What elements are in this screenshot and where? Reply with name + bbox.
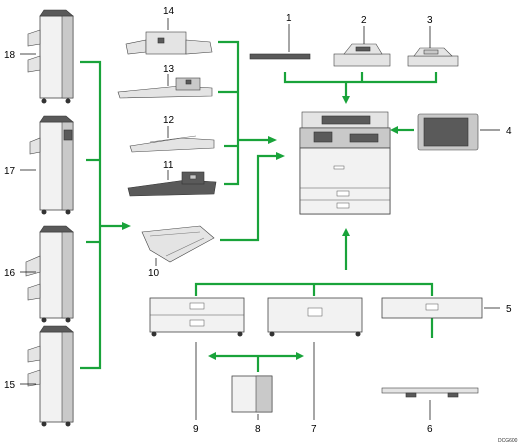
label-12: 12 <box>163 115 175 126</box>
leader-lines <box>20 18 500 420</box>
label-5: 5 <box>506 304 512 315</box>
label-2: 2 <box>361 15 367 26</box>
option-8 <box>231 375 273 413</box>
label-8: 8 <box>255 424 261 435</box>
label-15: 15 <box>4 380 16 391</box>
label-10: 10 <box>148 268 160 279</box>
option-7 <box>267 297 363 337</box>
finisher-16 <box>25 225 74 323</box>
main-machine <box>299 111 391 215</box>
option-5 <box>381 297 483 319</box>
label-18: 18 <box>4 50 16 61</box>
option-1 <box>249 53 311 60</box>
label-7: 7 <box>311 424 317 435</box>
label-17: 17 <box>4 166 16 177</box>
option-6 <box>381 387 479 398</box>
option-4 <box>417 113 479 151</box>
label-11: 11 <box>163 160 174 171</box>
option-3 <box>407 47 459 67</box>
option-13 <box>117 77 213 99</box>
finisher-17 <box>29 115 74 215</box>
option-9 <box>149 297 245 337</box>
option-10 <box>141 225 215 263</box>
option-12 <box>129 135 215 153</box>
label-9: 9 <box>193 424 199 435</box>
finisher-18 <box>27 9 74 104</box>
label-4: 4 <box>506 126 512 137</box>
finisher-connector <box>80 60 131 370</box>
tray-connector <box>218 40 285 242</box>
top-connector <box>283 72 438 104</box>
label-1: 1 <box>286 13 292 24</box>
figure-code: DCG600 <box>498 438 518 444</box>
label-3: 3 <box>427 15 433 26</box>
label-13: 13 <box>163 64 175 75</box>
label-16: 16 <box>4 268 16 279</box>
option-11 <box>127 171 217 197</box>
finisher-15 <box>27 325 74 427</box>
label-14: 14 <box>163 6 175 17</box>
label-6: 6 <box>427 424 433 435</box>
option-2 <box>333 43 391 67</box>
option-14 <box>125 31 213 55</box>
